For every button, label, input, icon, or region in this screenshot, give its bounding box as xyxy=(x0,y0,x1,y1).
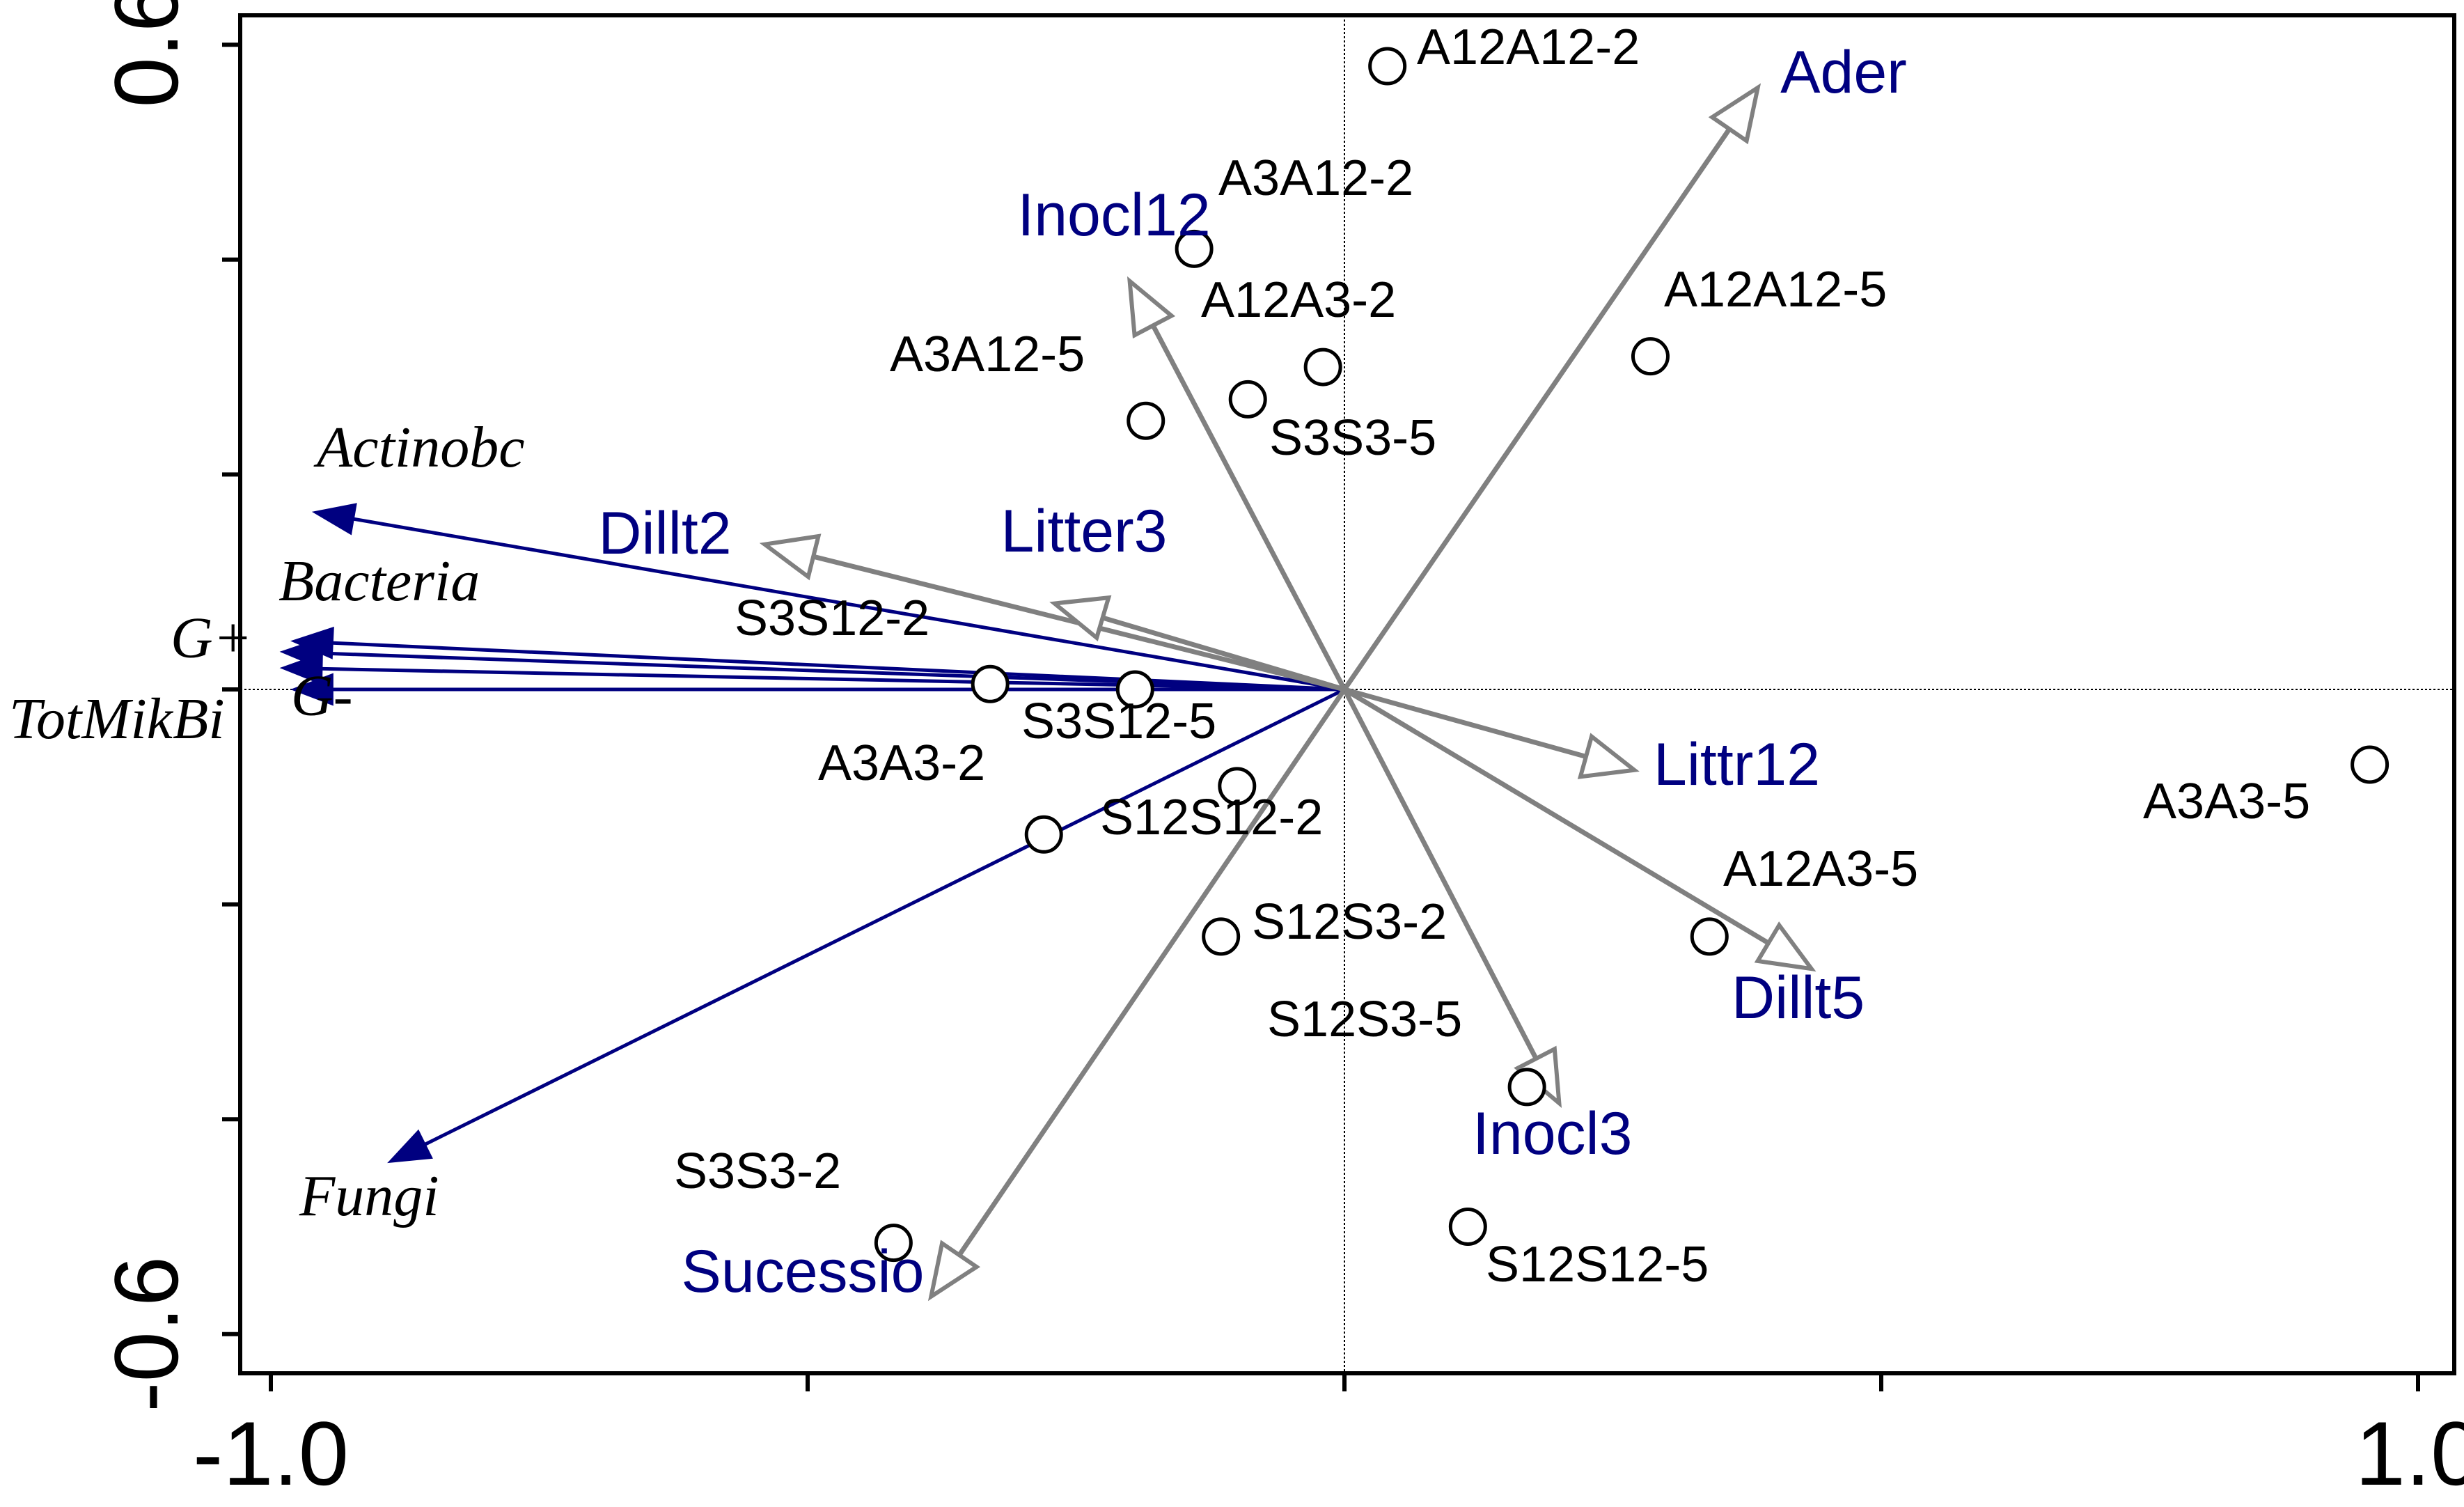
sample-label-s3s3-2: S3S3-2 xyxy=(674,1143,841,1199)
species-arrow-actinobc xyxy=(311,503,1345,692)
species-label-actinobc: Actinobc xyxy=(313,415,525,480)
species-label-fungi: Fungi xyxy=(299,1164,439,1228)
env-arrow-dillt2-shaft xyxy=(769,543,1345,692)
env-arrow-inocl12-head xyxy=(1127,276,1176,339)
env-label-dillt5: Dillt5 xyxy=(1732,965,1865,1031)
sample-point-s12s3-2 xyxy=(1202,917,1241,956)
species-arrow-actinobc-head xyxy=(311,503,357,536)
sample-label-s3s12-5: S3S12-5 xyxy=(1021,694,1216,749)
species-arrow-fungi-head xyxy=(387,1129,433,1164)
env-arrow-inocl3-shaft xyxy=(1342,688,1559,1100)
sample-point-s12s12-2 xyxy=(1218,767,1257,806)
x-tick-label: 1.0 xyxy=(2355,1403,2464,1504)
sample-label-a3a12-5: A3A12-5 xyxy=(890,327,1085,382)
sample-label-a12a3-5: A12A3-5 xyxy=(1723,841,1918,897)
y-tick-label: 0.6 xyxy=(95,0,197,108)
env-label-litter3: Litter3 xyxy=(1000,498,1167,565)
env-arrow-sucessio xyxy=(927,688,1347,1302)
env-label-ader: Ader xyxy=(1780,39,1907,106)
sample-point-a12a3-5 xyxy=(1690,917,1729,956)
species-arrow-g- xyxy=(290,673,1344,706)
species-arrow-fungi xyxy=(387,687,1346,1164)
sample-point-s12s3-5 xyxy=(1507,1068,1546,1107)
env-arrow-inocl12-shaft xyxy=(1130,285,1347,691)
env-arrow-littr12 xyxy=(1344,687,1640,779)
env-arrow-litter3-head xyxy=(1049,595,1112,641)
env-arrow-littr12-head xyxy=(1577,733,1640,779)
sample-point-s3s12-2 xyxy=(971,664,1010,703)
env-arrow-dillt5-shaft xyxy=(1343,687,1808,969)
species-label-g-: G- xyxy=(291,664,353,728)
env-arrow-dillt5-head xyxy=(1754,921,1816,972)
sample-label-s3s12-2: S3S12-2 xyxy=(735,591,929,646)
sample-label-a12a12-5: A12A12-5 xyxy=(1664,262,1887,318)
env-arrow-ader-head xyxy=(1708,83,1761,145)
sample-point-a3a3-2 xyxy=(1024,815,1063,854)
sample-label-s3s3-5: S3S3-5 xyxy=(1269,410,1436,466)
sample-point-a12a3-2 xyxy=(1303,348,1342,386)
x-tick-label: -1.0 xyxy=(193,1403,349,1504)
species-arrow-totmikbi-head xyxy=(279,652,323,685)
sample-label-a3a3-2: A3A3-2 xyxy=(818,735,985,791)
species-arrow-fungi-shaft xyxy=(424,687,1346,1146)
sample-point-s3s3-2 xyxy=(874,1224,913,1263)
sample-point-a3a12-5 xyxy=(1127,401,1166,440)
sample-label-s12s12-2: S12S12-2 xyxy=(1100,790,1323,845)
env-label-inocl12: Inocl12 xyxy=(1017,182,1210,249)
sample-label-a12a3-2: A12A3-2 xyxy=(1201,272,1396,328)
sample-label-s12s12-5: S12S12-5 xyxy=(1486,1237,1709,1293)
species-arrow-bacteria-shaft xyxy=(332,641,1345,692)
env-arrow-dillt5 xyxy=(1343,687,1816,972)
sample-point-s3s12-5 xyxy=(1115,670,1154,709)
env-arrow-ader-shaft xyxy=(1342,91,1757,691)
sample-point-a12a12-2 xyxy=(1368,47,1407,86)
env-arrow-inocl12 xyxy=(1127,276,1347,691)
env-label-dillt2: Dillt2 xyxy=(598,500,731,567)
sample-point-s12s12-5 xyxy=(1448,1208,1487,1246)
species-arrow-g--shaft xyxy=(322,651,1345,692)
sample-label-s12s3-2: S12S3-2 xyxy=(1252,894,1447,950)
sample-label-a12a12-2: A12A12-2 xyxy=(1417,19,1640,75)
sample-point-s3s3-5 xyxy=(1228,380,1267,419)
env-arrow-dillt2 xyxy=(759,533,1345,692)
species-label-bacteria: Bacteria xyxy=(278,549,480,614)
species-arrow-g--head xyxy=(290,673,333,706)
env-arrow-dillt2-head xyxy=(759,533,822,581)
env-label-littr12: Littr12 xyxy=(1654,731,1820,798)
env-arrow-sucessio-shaft xyxy=(932,688,1347,1294)
env-arrow-ader xyxy=(1342,83,1761,691)
env-arrow-litter3 xyxy=(1049,595,1345,692)
sample-label-a3a12-2: A3A12-2 xyxy=(1218,150,1413,206)
sample-label-a3a3-5: A3A3-5 xyxy=(2143,774,2310,829)
env-arrow-litter3-shaft xyxy=(1059,602,1345,692)
y-tick-label: -0.6 xyxy=(95,1256,197,1412)
species-arrow-totmikbi-shaft xyxy=(322,666,1345,692)
env-arrow-sucessio-head xyxy=(927,1240,981,1302)
sample-point-a3a12-2 xyxy=(1175,229,1214,268)
species-arrow-actinobc-shaft xyxy=(353,517,1345,692)
sample-label-s12s3-5: S12S3-5 xyxy=(1267,992,1462,1047)
sample-point-a3a3-5 xyxy=(2351,745,2390,784)
env-label-inocl3: Inocl3 xyxy=(1473,1100,1633,1167)
env-label-sucessio: Sucessio xyxy=(682,1238,925,1305)
species-label-totmikbi: TotMikBi xyxy=(9,687,225,751)
species-arrow-totmikbi xyxy=(279,652,1345,692)
sample-point-a12a12-5 xyxy=(1631,337,1670,376)
env-arrow-littr12-shaft xyxy=(1344,687,1630,771)
plot-frame xyxy=(238,13,2456,1375)
